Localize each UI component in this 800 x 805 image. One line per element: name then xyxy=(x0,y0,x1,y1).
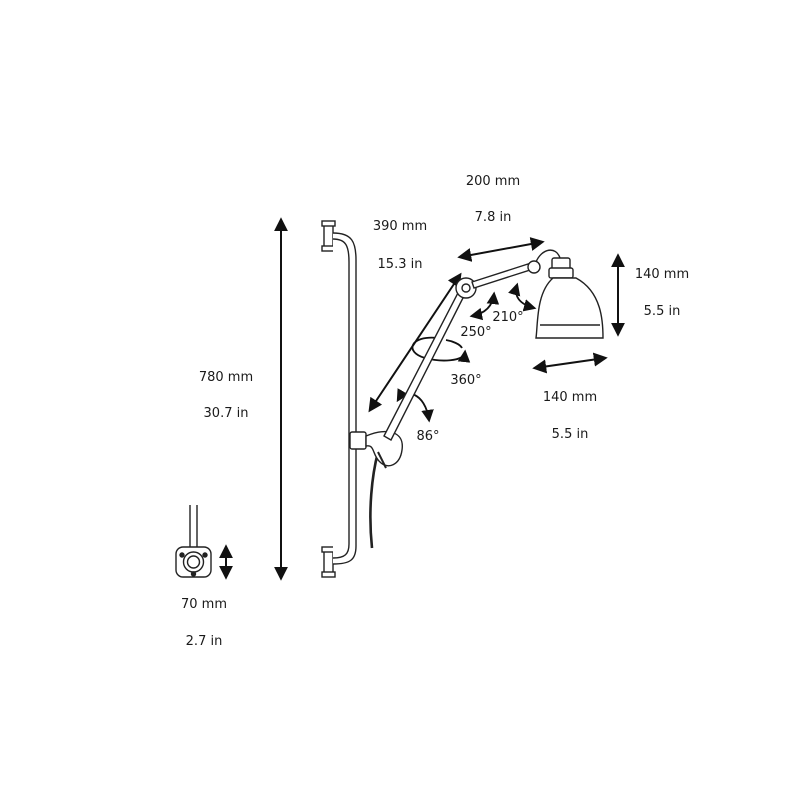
elbow-joint xyxy=(455,277,477,299)
elbow-rotation-arrow xyxy=(469,291,500,321)
base-plate-detail xyxy=(175,505,212,578)
power-cord xyxy=(369,451,380,549)
upper-arm xyxy=(471,263,531,289)
upper-arm-metric-label: 200 mm xyxy=(465,174,521,189)
vertical-rail xyxy=(332,232,357,565)
shade-width-metric-label: 140 mm xyxy=(542,390,598,405)
lower-arm-metric-label: 390 mm xyxy=(372,219,428,234)
upper-arm-arrow xyxy=(457,237,545,262)
shoulder-rotation-arrow xyxy=(396,388,434,423)
shoulder-rotation-label: 86° xyxy=(416,429,440,444)
arm-spin-rotation-label: 360° xyxy=(450,373,482,388)
shade-height-metric-label: 140 mm xyxy=(634,267,690,282)
lamp-shade xyxy=(535,257,604,339)
upper-arm-imperial-label: 7.8 in xyxy=(474,210,512,225)
shade-width-arrow xyxy=(532,352,608,374)
total-height-imperial-label: 30.7 in xyxy=(203,406,249,421)
base-plate-metric-label: 70 mm xyxy=(180,597,228,612)
shade-height-imperial-label: 5.5 in xyxy=(643,304,681,319)
lower-arm xyxy=(383,286,468,441)
shade-joint-rotation-arrow xyxy=(508,282,537,312)
rail-clamp xyxy=(349,430,403,469)
shade-joint-rotation-label: 210° xyxy=(492,310,524,325)
bottom-wall-bracket xyxy=(321,546,336,578)
lamp-illustration xyxy=(175,220,604,578)
lower-arm-imperial-label: 15.3 in xyxy=(377,257,423,272)
base-plate-imperial-label: 2.7 in xyxy=(185,634,223,649)
shade-joint xyxy=(527,249,561,274)
elbow-rotation-label: 250° xyxy=(460,325,492,340)
shade-width-imperial-label: 5.5 in xyxy=(551,427,589,442)
total-height-metric-label: 780 mm xyxy=(198,370,254,385)
